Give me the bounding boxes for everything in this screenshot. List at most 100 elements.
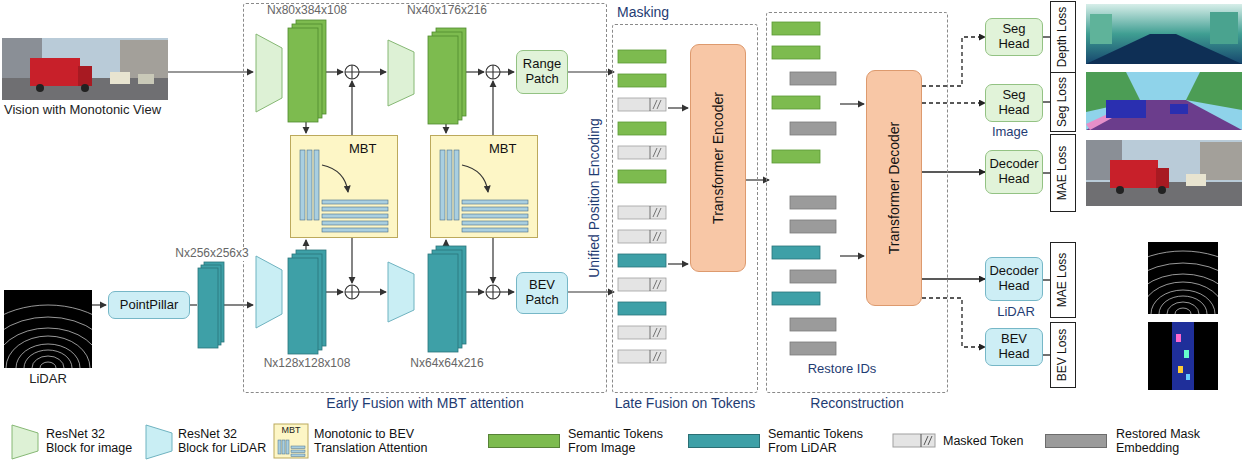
- mbt-illustration: [322, 165, 348, 192]
- legend-swatch: [688, 434, 760, 448]
- legend-icon: [12, 425, 38, 459]
- connector: [1043, 36, 1050, 37]
- image-output: [1158, 186, 1166, 194]
- image-output: [1086, 140, 1242, 206]
- node-text: Decoder Head: [989, 157, 1039, 187]
- node-text: PointPillar: [120, 298, 179, 313]
- flow-arrow: [305, 122, 306, 133]
- mbt-illustration: [462, 214, 528, 218]
- transformer-box: Transformer Encoder: [690, 44, 746, 272]
- loss-box: MAE Loss: [1050, 134, 1076, 212]
- flow-arrow: [305, 240, 306, 250]
- token: [618, 206, 666, 219]
- depth-output: [1086, 4, 1242, 64]
- token: [618, 122, 666, 135]
- token: [790, 196, 836, 209]
- image-caption: LiDAR: [29, 372, 67, 387]
- legend-text: Monotonic to BEV Translation Attention: [314, 427, 464, 456]
- connector: [922, 102, 985, 103]
- node-text: BEV Head: [989, 332, 1039, 362]
- flow-arrow: [500, 71, 514, 72]
- sum-symbol: [345, 285, 359, 299]
- flow-arrow: [840, 103, 864, 104]
- feature-stack: [288, 258, 318, 354]
- flow-arrow: [190, 304, 197, 305]
- mbt-illustration: [462, 228, 528, 232]
- legend-icon: [12, 424, 935, 459]
- token: [790, 318, 836, 331]
- token: [790, 72, 836, 85]
- lidar-image: [4, 305, 92, 368]
- seg-output: [1086, 100, 1242, 130]
- patch-box: Range Patch: [516, 50, 568, 94]
- bev-output: [1148, 322, 1218, 390]
- loss-box: BEV Loss: [1050, 322, 1076, 388]
- legend-icon: [274, 424, 308, 458]
- legend-icon: [286, 440, 289, 454]
- token: [650, 98, 661, 111]
- token: [618, 350, 666, 363]
- connector: [922, 171, 985, 172]
- token: [650, 230, 661, 243]
- flow-arrow: [445, 124, 446, 133]
- node-text: MAE Loss: [1056, 146, 1070, 201]
- mbt-illustration: [322, 200, 388, 204]
- flow-arrow: [466, 71, 484, 72]
- sum-symbol: [486, 65, 500, 79]
- camera-image: [78, 66, 92, 86]
- connector: [1043, 172, 1050, 173]
- lidar-output: [1148, 274, 1218, 314]
- legend-icon: [291, 446, 305, 449]
- head-box: Seg Head: [985, 84, 1043, 122]
- token: [618, 50, 666, 63]
- node-text: MAE Loss: [1056, 253, 1070, 308]
- token: [790, 342, 836, 355]
- image-output: [1200, 142, 1242, 180]
- flow-arrow: [668, 263, 688, 264]
- connector: [922, 298, 985, 347]
- legend-text: Restored Mask Embedding: [1116, 427, 1244, 456]
- lidar-image: [40, 362, 56, 368]
- dimension-label: Nx80x384x108: [265, 4, 349, 18]
- process-box: PointPillar: [108, 291, 190, 319]
- dimension-label: Nx64x64x216: [408, 357, 485, 371]
- token: [790, 122, 836, 135]
- token: [772, 96, 820, 109]
- depth-output: [1086, 4, 1242, 64]
- head-box: Decoder Head: [985, 257, 1043, 301]
- flow-arrow: [351, 81, 352, 135]
- camera-image: [138, 74, 154, 84]
- seg-output: [1186, 72, 1242, 110]
- connector: [1043, 354, 1050, 355]
- lidar-image: [16, 344, 80, 368]
- token: [618, 230, 666, 243]
- node-text: Transformer Encoder: [710, 92, 726, 224]
- attention-box: MBT: [430, 135, 538, 238]
- flow-arrow: [492, 238, 493, 283]
- dimension-label: Nx256x256x3: [173, 247, 250, 261]
- attention-box: MBT: [290, 135, 398, 238]
- token: [618, 22, 836, 363]
- legend-text: ResNet 32 Block for LiDAR: [178, 427, 270, 456]
- transformer-box: Transformer Decoder: [866, 70, 922, 306]
- resnet-block: [388, 40, 414, 106]
- legend-icon: [893, 434, 935, 447]
- token: [790, 220, 836, 233]
- mbt-illustration: [454, 150, 459, 220]
- legend-text: Semantic Tokens From Image: [568, 427, 680, 456]
- legend-icon: [291, 450, 305, 453]
- icon-text: MBT: [282, 425, 301, 435]
- feature-stack: [288, 28, 318, 122]
- mbt-illustration: [462, 221, 528, 225]
- bev-output: [1184, 350, 1189, 358]
- resnet-block: [388, 262, 414, 322]
- camera-image: [36, 84, 44, 92]
- token: [790, 270, 836, 283]
- sum-symbol: [486, 285, 500, 299]
- token: [772, 292, 820, 305]
- camera-image: [81, 84, 89, 92]
- dimension-label: Nx40x176x216: [405, 4, 489, 18]
- seg-output: [1106, 100, 1146, 118]
- lidar-output: [1159, 296, 1207, 314]
- flow-arrow: [326, 291, 343, 292]
